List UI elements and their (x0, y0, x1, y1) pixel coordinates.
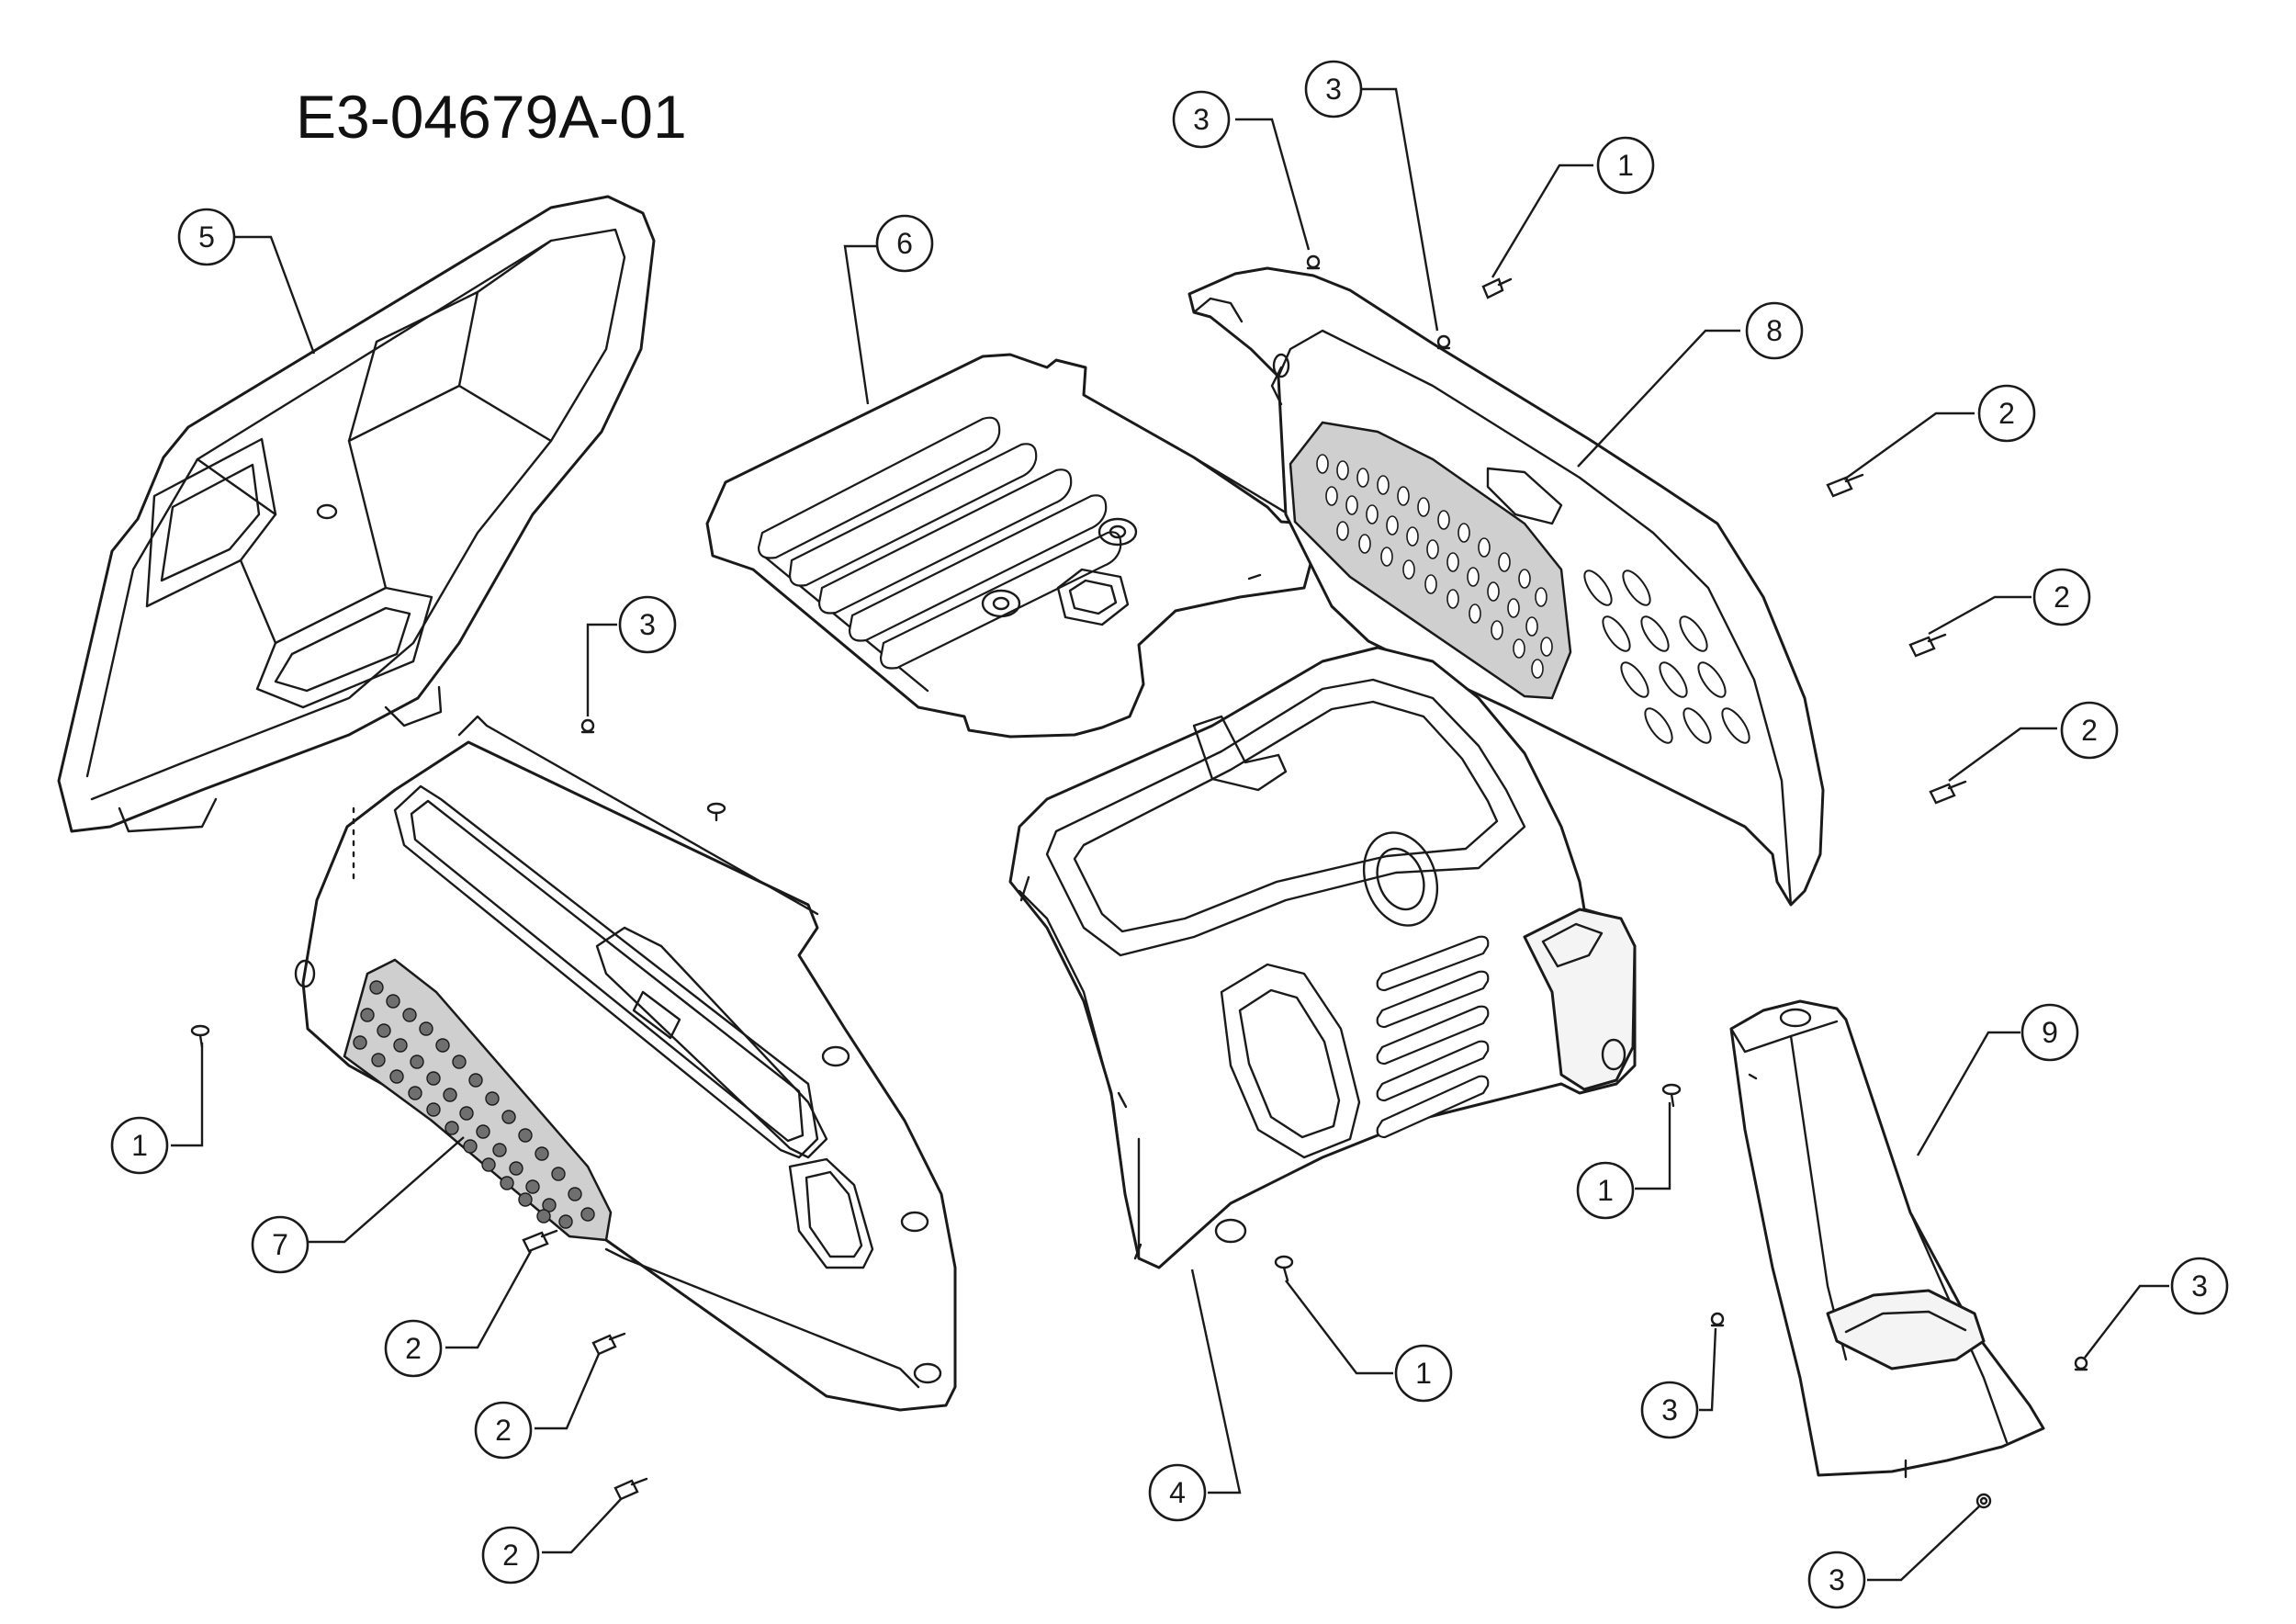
part-8-grille-holes (1316, 454, 1553, 679)
svg-text:2: 2 (495, 1414, 512, 1447)
rivet-3-center (580, 718, 595, 734)
svg-text:4: 4 (1169, 1476, 1186, 1509)
callout-1-left: 1 (110, 1116, 169, 1175)
bolt-2-a (1826, 473, 1864, 498)
part-6-flat-panel (705, 353, 1313, 739)
svg-text:2: 2 (2054, 581, 2070, 614)
svg-text:1: 1 (1617, 149, 1634, 182)
rivet-3-tower-bottom (1975, 1493, 1992, 1509)
svg-text:5: 5 (198, 220, 215, 254)
callout-4: 4 (1148, 1463, 1207, 1522)
part-7-left-side-panel (294, 715, 957, 1412)
hardware (190, 254, 2088, 1509)
callout-2-right-b: 2 (2032, 568, 2091, 626)
svg-text:2: 2 (502, 1539, 519, 1572)
svg-text:3: 3 (1661, 1393, 1678, 1427)
part-8-right-side-panel (1187, 266, 1825, 907)
callout-6: 6 (875, 214, 934, 273)
callouts: 5 6 3 3 1 8 2 2 2 3 9 1 1 7 2 2 2 1 4 3 … (110, 60, 2229, 1609)
rivet-3-tower-right (2074, 1356, 2088, 1371)
callout-5: 5 (177, 208, 236, 266)
svg-text:3: 3 (2191, 1269, 2208, 1303)
bolt-2-c (1929, 780, 1967, 805)
screw-1-top (1481, 277, 1513, 299)
svg-text:7: 7 (272, 1228, 288, 1261)
callout-2-left-b: 2 (474, 1401, 533, 1460)
callout-2-right-a: 2 (1977, 384, 2036, 443)
bolt-2-d (522, 1229, 558, 1253)
svg-text:9: 9 (2042, 1016, 2058, 1049)
part-8-side-slots (1583, 570, 1750, 744)
svg-text:2: 2 (405, 1332, 422, 1365)
svg-text:1: 1 (1597, 1174, 1614, 1207)
svg-text:1: 1 (131, 1129, 148, 1162)
svg-text:3: 3 (1829, 1563, 1845, 1596)
callout-3-tower-bottom: 3 (1807, 1551, 1866, 1609)
callout-2-left-a: 2 (384, 1319, 443, 1378)
callout-1-top: 1 (1596, 136, 1655, 195)
callout-8: 8 (1745, 301, 1804, 360)
part-9-tower-cover (1729, 999, 2045, 1479)
callout-1-right: 1 (1576, 1161, 1635, 1220)
part-4-front-dash-panel (1008, 646, 1637, 1269)
callout-3-tower-left: 3 (1640, 1381, 1699, 1439)
svg-text:8: 8 (1766, 314, 1783, 347)
screw-1-bottom (1274, 1255, 1294, 1282)
rivet-center-2 (706, 802, 726, 822)
rivet-3b (1436, 334, 1451, 350)
rivet-3-tower-left (1710, 1312, 1725, 1327)
svg-text:2: 2 (1998, 397, 2015, 430)
callout-3-top-left: 3 (1172, 90, 1231, 149)
callout-1-bottom: 1 (1394, 1344, 1453, 1403)
callout-9: 9 (2020, 1003, 2079, 1062)
rivet-3a (1306, 254, 1321, 270)
callout-3-top-right: 3 (1304, 60, 1363, 118)
svg-text:3: 3 (639, 608, 656, 641)
bolt-2-e (591, 1332, 626, 1356)
bolt-2-f (613, 1477, 648, 1501)
part-7-grille-holes (353, 980, 595, 1229)
callout-3-tower-right: 3 (2170, 1257, 2229, 1315)
svg-text:2: 2 (2081, 714, 2098, 747)
part-5-top-cover (57, 195, 656, 833)
callout-2-left-c: 2 (481, 1526, 540, 1585)
callout-2-right-c: 2 (2060, 701, 2119, 760)
leader-lines (171, 87, 2169, 1582)
callout-7: 7 (251, 1215, 310, 1274)
screw-1-left (190, 1024, 210, 1049)
drawing-number: E3-04679A-01 (296, 83, 687, 151)
svg-text:6: 6 (896, 227, 913, 260)
screw-1-right (1661, 1083, 1682, 1108)
bolt-2-b (1908, 633, 1947, 658)
svg-text:3: 3 (1325, 73, 1342, 106)
svg-text:1: 1 (1415, 1357, 1432, 1390)
callout-3-center: 3 (618, 595, 677, 654)
svg-text:3: 3 (1193, 103, 1210, 136)
